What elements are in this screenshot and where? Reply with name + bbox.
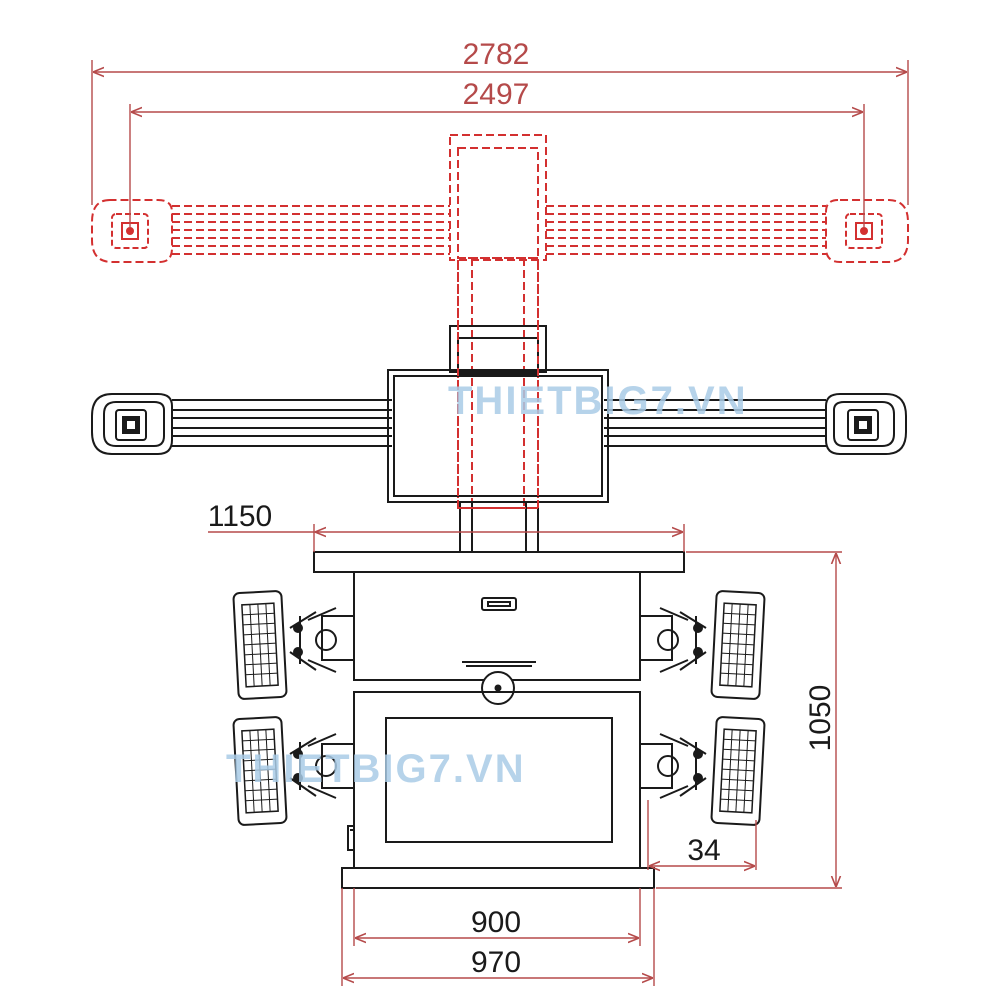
raised-camera-beam <box>91 134 909 509</box>
dimension-1150 <box>208 524 685 552</box>
dimension-label-900: 900 <box>471 906 521 939</box>
dimension-label-2782: 2782 <box>463 38 530 71</box>
dimension-label-1050: 1050 <box>804 685 837 752</box>
dimension-900 <box>353 888 641 946</box>
dimension-970 <box>341 888 655 986</box>
raised-column-overlay <box>457 260 539 509</box>
dimension-2782 <box>91 60 909 205</box>
watermark-bottom: THIETBIG7.VN <box>226 747 526 791</box>
wheel-target-icon <box>232 590 288 700</box>
wheel-clamp-icon <box>639 733 707 799</box>
wheel-clamp-icon <box>639 607 707 673</box>
wheel-clamp-icon <box>289 733 355 799</box>
dimension-2497 <box>129 104 865 228</box>
watermark-top: THIETBIG7.VN <box>448 379 748 423</box>
dimension-34 <box>647 800 757 870</box>
wheel-clamp-icon <box>289 607 355 673</box>
dimension-label-2497: 2497 <box>463 78 530 111</box>
dimension-label-1150: 1150 <box>208 500 273 533</box>
camera-beam <box>91 325 907 552</box>
cabinet <box>313 551 685 889</box>
wheel-target-icon <box>710 716 766 826</box>
wheel-target-icon <box>710 590 766 700</box>
dimension-label-34: 34 <box>687 834 720 867</box>
dimension-label-970: 970 <box>471 946 521 979</box>
camera-icon <box>847 409 879 441</box>
wheel-target-icon <box>232 716 288 826</box>
dimension-1050 <box>656 551 842 889</box>
camera-icon <box>115 409 147 441</box>
